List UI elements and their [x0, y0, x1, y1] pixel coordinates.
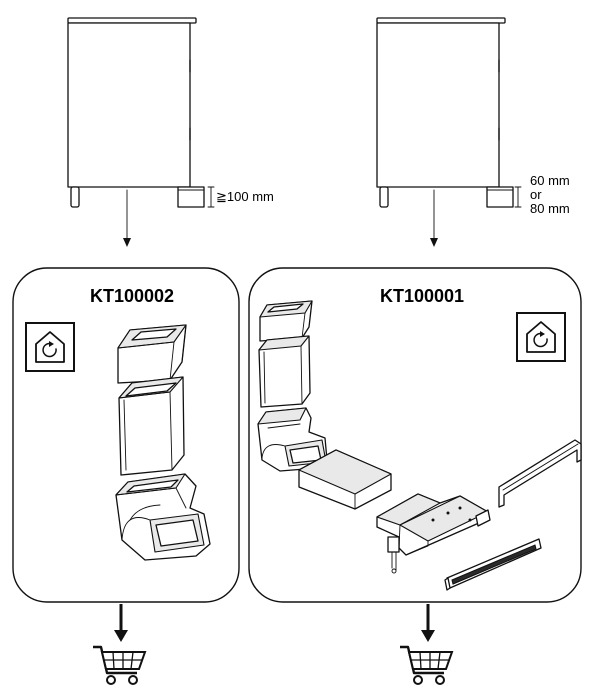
right-plinth-gap-label-line3: 80 mm [530, 201, 570, 216]
right-plinth-dimension: 60 mm or 80 mm [514, 173, 570, 216]
straight-duct-part [258, 335, 311, 408]
mounting-bracket-part [376, 493, 491, 574]
shopping-cart-icon [93, 645, 147, 685]
kit-panel-kt100002: KT100002 [12, 267, 240, 603]
flat-duct-cap-part [259, 300, 313, 342]
elbow-duct-part [115, 473, 211, 561]
flat-duct-cap-part [117, 324, 187, 384]
left-plinth-gap-label: ≧100 mm [216, 189, 274, 204]
right-cart-arrow [421, 604, 435, 642]
recirculation-house-icon [25, 322, 75, 372]
right-plinth-gap-label-line2: or [530, 187, 542, 202]
right-plinth-gap-label-line1: 60 mm [530, 173, 570, 188]
left-cabinet [67, 17, 205, 208]
straight-duct-part [118, 376, 185, 476]
kit-panel-kt100001: KT100001 [248, 267, 582, 603]
left-down-arrow [123, 189, 131, 247]
right-down-arrow [430, 189, 438, 247]
elbow-duct-part [257, 407, 328, 472]
right-cabinet [376, 17, 514, 208]
kit-code-kt100002: KT100002 [90, 286, 174, 306]
mounting-rail-part [498, 439, 582, 508]
left-cart-arrow [114, 604, 128, 642]
plinth-grille-part [444, 538, 542, 591]
kit-code-kt100001: KT100001 [380, 286, 464, 306]
shopping-cart-icon [400, 645, 454, 685]
left-plinth-dimension: ≧100 mm [207, 186, 274, 208]
recirculation-house-icon [516, 312, 566, 362]
filter-box-part [298, 449, 392, 510]
